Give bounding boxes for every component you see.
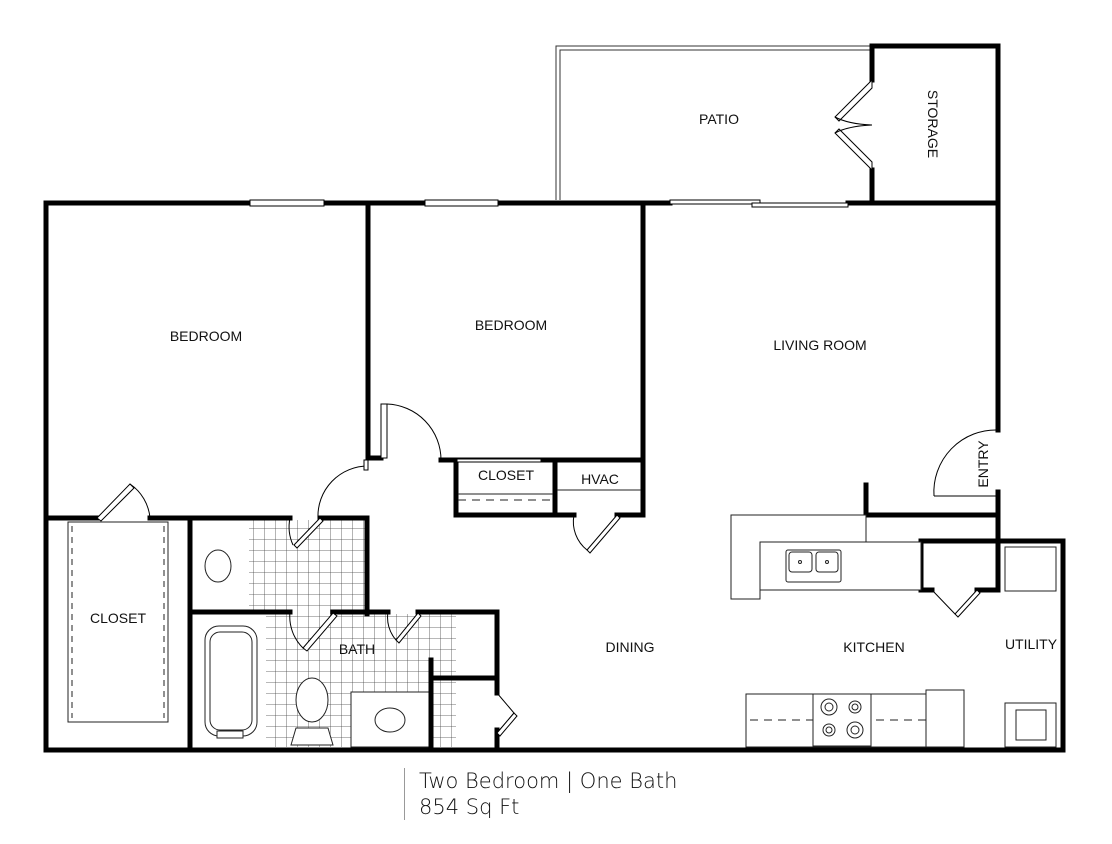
unit-caption: Two Bedroom | One Bath 854 Sq Ft: [404, 768, 677, 820]
room-label-closet-1: CLOSET: [90, 610, 146, 626]
room-label-living-room: LIVING ROOM: [773, 337, 866, 353]
room-label-utility: UTILITY: [1005, 636, 1058, 652]
room-label-storage: STORAGE: [925, 90, 941, 158]
room-label-bedroom-2: BEDROOM: [475, 317, 547, 333]
kitchen-counters: [730, 514, 1057, 748]
room-label-patio: PATIO: [699, 111, 739, 127]
room-label-hvac: HVAC: [581, 471, 619, 487]
range-icon: [812, 693, 872, 747]
closet-shelves: [67, 489, 641, 723]
unit-area: 854 Sq Ft: [419, 795, 520, 819]
room-label-kitchen: KITCHEN: [843, 639, 904, 655]
unit-type: Two Bedroom | One Bath: [419, 769, 678, 793]
vanity-counter: [350, 691, 432, 748]
room-label-bedroom-1: BEDROOM: [170, 328, 242, 344]
kitchen-sink-icon: [785, 549, 842, 583]
room-label-entry: ENTRY: [975, 440, 991, 488]
room-label-closet-2: CLOSET: [478, 467, 534, 483]
walls: [43, 43, 1066, 753]
patio-outline: [555, 45, 870, 200]
room-label-dining: DINING: [606, 639, 655, 655]
room-label-bath: BATH: [339, 641, 375, 657]
windows: [249, 199, 849, 463]
doors: [96, 78, 999, 737]
bath-fixtures: [204, 549, 406, 746]
